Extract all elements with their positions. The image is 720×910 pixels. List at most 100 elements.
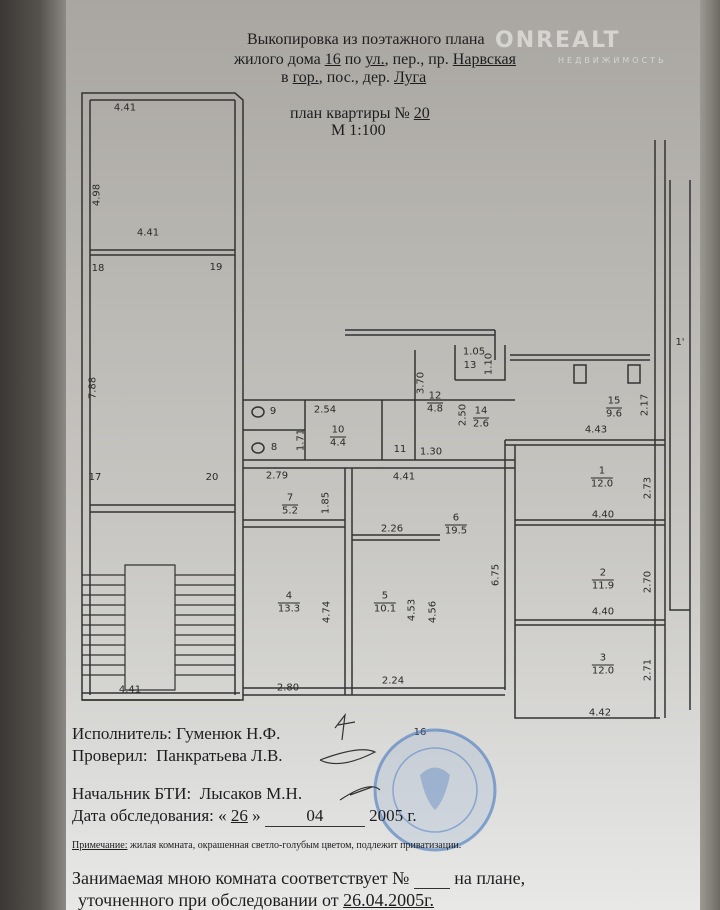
statement-line2: уточненного при обследовании от 26.04.20… — [78, 890, 434, 910]
checker-name: Панкратьева Л.В. — [156, 746, 283, 765]
room-number: 7 — [286, 492, 294, 504]
text: на плане, — [454, 868, 526, 888]
room-number: 2 — [599, 567, 607, 579]
photo-right-edge — [700, 0, 720, 910]
room-13: 13 — [464, 360, 477, 372]
label: Проверил: — [72, 746, 148, 765]
label: Дата обследования: « — [72, 806, 227, 825]
text: план квартиры № — [290, 105, 410, 122]
dimension-label: 4.40 — [591, 606, 615, 618]
room-number: 8 — [270, 442, 278, 453]
street-name: Нарвская — [452, 51, 517, 68]
header-line3: в гор., пос., дер. Луга — [281, 68, 426, 88]
dimension-label: 1.05 — [462, 346, 486, 358]
label: Примечание: — [72, 840, 128, 851]
header-line1: Выкопировка из поэтажного плана — [247, 30, 485, 50]
dimension-label: 2.79 — [265, 470, 289, 482]
room-number: 19 — [209, 262, 223, 273]
room-number: 9 — [269, 406, 277, 417]
header-title: Выкопировка из поэтажного плана — [247, 31, 485, 48]
dimension-label: 4.42 — [588, 707, 612, 719]
room-number: 4 — [285, 590, 293, 602]
house-number: 16 — [324, 51, 341, 68]
dimension-label: 2.80 — [276, 682, 300, 694]
chief-line: Начальник БТИ: Лысаков М.Н. — [72, 784, 302, 804]
dimension-label: 4.41 — [118, 684, 142, 696]
room-1-prime: 1' — [675, 337, 684, 349]
dimension-label: 1.30 — [419, 446, 443, 458]
room-area: 19.5 — [444, 524, 468, 537]
room-8: 8 — [271, 442, 277, 454]
photo-left-edge — [0, 0, 66, 910]
street-type: ул. — [365, 51, 385, 68]
text: уточненного при обследовании от — [78, 890, 339, 910]
statement-date: 26.04.2005г. — [343, 890, 434, 910]
town-type: гор. — [292, 69, 319, 86]
text: , пер., пр. — [384, 51, 449, 68]
text: в — [281, 69, 289, 86]
town-name: Луга — [394, 69, 427, 86]
room-area: 9.6 — [606, 407, 622, 420]
dimension-label: 4.41 — [113, 102, 137, 114]
room-number: 6 — [452, 512, 460, 524]
room-area: 4.8 — [427, 402, 443, 415]
room-number: 10 — [331, 424, 345, 436]
room-number: 3 — [599, 652, 607, 664]
room-area: 10.1 — [373, 602, 397, 615]
inspection-date: Дата обследования: « 26 » 04 2005 г. — [72, 806, 417, 827]
room-17: 17 — [89, 472, 102, 484]
room-20: 20 — [206, 472, 219, 484]
room-area: 2.6 — [473, 417, 489, 430]
label: Начальник БТИ: — [72, 784, 192, 803]
room-number: 5 — [381, 590, 389, 602]
room-area: 4.4 — [330, 436, 346, 449]
dimension-label: 2.54 — [313, 404, 337, 416]
room-number: 11 — [393, 444, 407, 455]
date-year: 2005 г. — [369, 806, 417, 825]
text: жилого дома — [234, 51, 321, 68]
room-number: 20 — [205, 472, 219, 483]
room-number: 13 — [463, 360, 477, 371]
room-18: 18 — [92, 263, 105, 275]
room-9: 9 — [270, 406, 276, 418]
room-number: 14 — [474, 405, 488, 417]
header-line2: жилого дома 16 по ул., пер., пр. Нарвска… — [234, 50, 516, 70]
note: Примечание: жилая комната, окрашенная св… — [72, 840, 461, 851]
room-11: 11 — [394, 444, 407, 456]
room-number: 15 — [607, 395, 621, 407]
room-area: 11.9 — [591, 579, 615, 592]
plan-title: план квартиры № 20 — [290, 104, 430, 124]
room-area: 12.0 — [591, 664, 615, 677]
scale: М 1:100 — [331, 122, 386, 139]
text: » — [252, 806, 261, 825]
room-number: 1' — [675, 337, 685, 348]
room-19: 19 — [210, 262, 223, 274]
note-text: жилая комната, окрашенная светло-голубым… — [129, 840, 462, 851]
date-month: 04 — [264, 806, 365, 827]
dimension-label: 4.43 — [584, 424, 608, 436]
room-number: 18 — [91, 263, 105, 274]
date-day: 26 — [230, 806, 248, 825]
dimension-label: 2.26 — [380, 523, 404, 535]
executor-line: Исполнитель: Гуменюк Н.Ф. — [72, 724, 280, 744]
dimension-label: 4.41 — [136, 227, 160, 239]
room-number: 17 — [88, 472, 102, 483]
room-area: 5.2 — [282, 504, 298, 517]
room-area: 13.3 — [277, 602, 301, 615]
apartment-number: 20 — [413, 105, 430, 122]
dimension-label: 4.40 — [591, 509, 615, 521]
text: Занимаемая мною комната соответствует № — [72, 868, 410, 888]
executor-name: Гуменюк Н.Ф. — [176, 724, 281, 743]
watermark-subtitle: НЕДВИЖИМОСТЬ — [558, 56, 667, 65]
